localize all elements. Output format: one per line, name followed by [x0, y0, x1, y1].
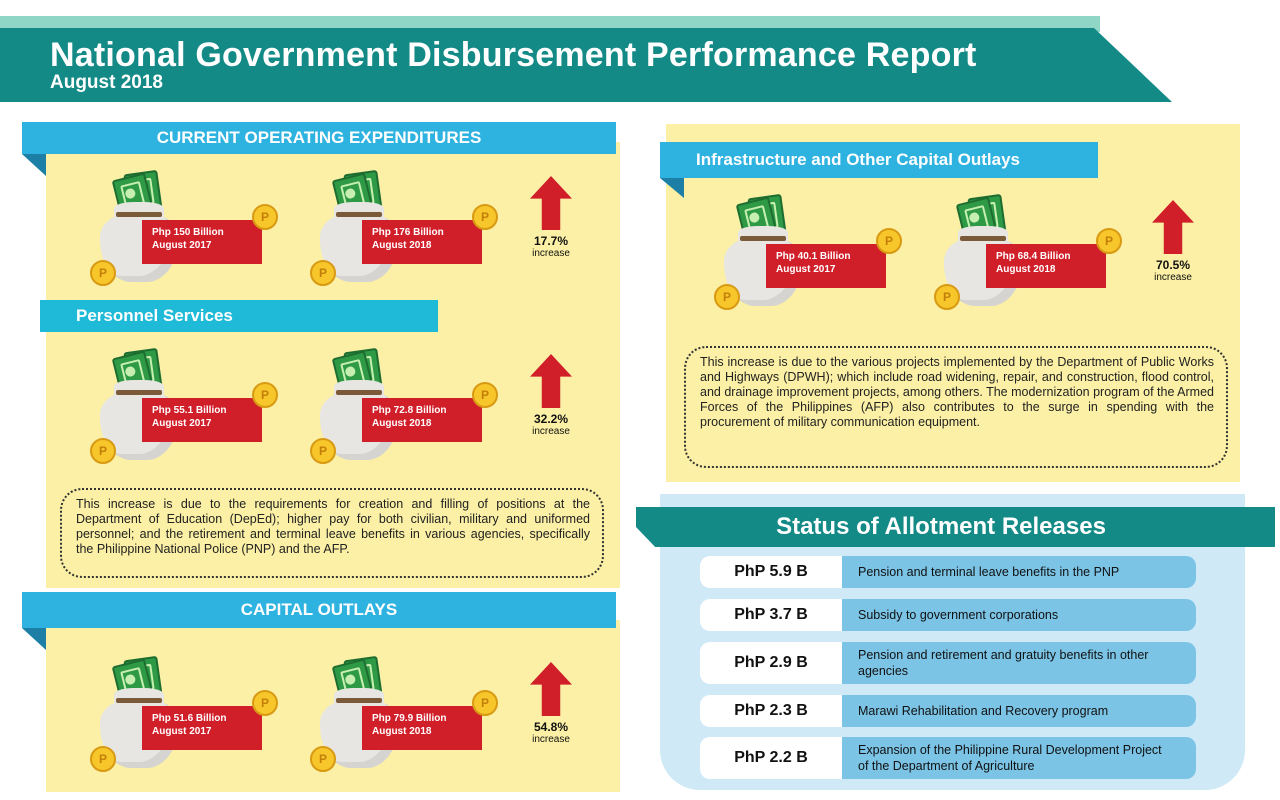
amount-value: Php 150 Billion	[152, 227, 224, 238]
amount-period: August 2017	[776, 264, 836, 275]
personnel-note: This increase is due to the requirements…	[60, 488, 604, 578]
peso-coin-icon: P	[252, 690, 278, 716]
allotment-amount: PhP 2.3 B	[700, 695, 842, 727]
personnel-title: Personnel Services	[76, 306, 233, 325]
amount-period: August 2018	[372, 418, 432, 429]
infrastructure-title: Infrastructure and Other Capital Outlays	[696, 150, 1021, 169]
allotment-description: Pension and retirement and gratuity bene…	[842, 642, 1196, 684]
percent-change-label: increase	[1154, 272, 1192, 283]
percent-change: 54.8%	[533, 720, 569, 734]
percent-change-label: increase	[532, 734, 570, 745]
allotment-description: Pension and terminal leave benefits in t…	[842, 556, 1196, 588]
peso-coin-icon: P	[310, 438, 336, 464]
personnel-header: Personnel Services	[40, 300, 438, 332]
peso-coin-icon: P	[310, 260, 336, 286]
percent-change-label: increase	[532, 426, 570, 437]
amount-period: August 2018	[996, 264, 1056, 275]
current-operating-title: CURRENT OPERATING EXPENDITURES	[156, 128, 482, 147]
percent-change-label: increase	[532, 248, 570, 259]
amount-period: August 2018	[372, 726, 432, 737]
money-bag-icon: P	[310, 655, 426, 778]
current-operating-header: CURRENT OPERATING EXPENDITURES	[22, 122, 616, 154]
amount-value: Php 72.8 Billion	[372, 405, 447, 416]
allotment-amount: PhP 5.9 B	[700, 556, 842, 588]
allotment-amount: PhP 3.7 B	[700, 599, 842, 631]
page-subtitle: August 2018	[50, 72, 163, 93]
peso-coin-icon: P	[90, 746, 116, 772]
percent-change: 32.2%	[533, 412, 569, 426]
amount-period: August 2017	[152, 726, 212, 737]
allotment-header	[636, 507, 1275, 547]
amount-period: August 2018	[372, 240, 432, 251]
peso-coin-icon: P	[472, 690, 498, 716]
band-fold	[660, 178, 684, 198]
peso-coin-icon: P	[90, 260, 116, 286]
amount-value: Php 55.1 Billion	[152, 405, 227, 416]
allotment-title: Status of Allotment Releases	[776, 513, 1106, 540]
peso-coin-icon: P	[252, 204, 278, 230]
amount-period: August 2017	[152, 418, 212, 429]
capital-header: CAPITAL OUTLAYS	[22, 592, 616, 628]
capital-title: CAPITAL OUTLAYS	[240, 600, 398, 619]
peso-coin-icon: P	[252, 382, 278, 408]
peso-coin-icon: P	[472, 204, 498, 230]
header-banner	[0, 28, 1172, 102]
amount-value: Php 176 Billion	[372, 227, 444, 238]
band-fold	[22, 628, 46, 650]
amount-value: Php 40.1 Billion	[776, 251, 851, 262]
allotment-amount: PhP 2.9 B	[700, 642, 842, 684]
allotment-description: Expansion of the Philippine Rural Develo…	[842, 737, 1196, 779]
peso-coin-icon: P	[472, 382, 498, 408]
peso-coin-icon: P	[90, 438, 116, 464]
amount-period: August 2017	[152, 240, 212, 251]
band-fold	[22, 154, 46, 176]
page-title: National Government Disbursement Perform…	[50, 36, 977, 74]
allotment-description: Marawi Rehabilitation and Recovery progr…	[842, 695, 1196, 727]
percent-change: 17.7%	[533, 234, 569, 248]
amount-value: Php 79.9 Billion	[372, 713, 447, 724]
infrastructure-note: This increase is due to the various proj…	[684, 346, 1228, 468]
peso-coin-icon: P	[310, 746, 336, 772]
allotment-amount: PhP 2.2 B	[700, 737, 842, 779]
peso-coin-icon: P	[876, 228, 902, 254]
infrastructure-header: Infrastructure and Other Capital Outlays	[660, 142, 1098, 178]
peso-coin-icon: P	[1096, 228, 1122, 254]
amount-value: Php 68.4 Billion	[996, 251, 1071, 262]
amount-value: Php 51.6 Billion	[152, 713, 227, 724]
peso-coin-icon: P	[934, 284, 960, 310]
percent-change: 70.5%	[1155, 258, 1191, 272]
allotment-description: Subsidy to government corporations	[842, 599, 1196, 631]
peso-coin-icon: P	[714, 284, 740, 310]
